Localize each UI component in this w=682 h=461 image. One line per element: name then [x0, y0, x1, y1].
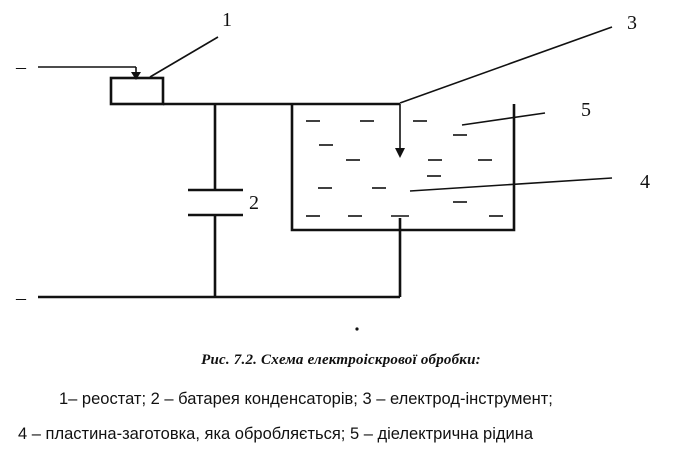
label-capacitors: 2 [249, 192, 259, 214]
rheostat [109, 76, 165, 106]
leader-4 [409, 177, 613, 192]
rheostat-slider-arrowhead [131, 72, 141, 80]
top-terminal-sign: – [15, 56, 27, 78]
legend-line-2: 4 – пластина-заготовка, яка обробляється… [18, 425, 534, 443]
leader-5 [461, 112, 546, 126]
electrode-tool-tip [395, 148, 405, 158]
edm-circuit-diagram: – – 1 2 [15, 9, 650, 331]
legend-line-1: 1– реостат; 2 – батарея конденсаторів; 3… [59, 390, 553, 408]
stray-mark [355, 327, 359, 331]
label-rheostat: 1 [222, 9, 232, 31]
figure-caption: Рис. 7.2. Схема електроіскрової обробки: [201, 352, 481, 368]
dielectric-fluid [306, 120, 503, 217]
dielectric-tank [290, 104, 516, 232]
leader-1 [149, 36, 219, 78]
bottom-terminal-sign: – [15, 287, 27, 309]
label-fluid: 5 [581, 99, 591, 121]
label-workpiece: 4 [640, 171, 650, 193]
label-electrode: 3 [627, 12, 637, 34]
leader-3 [399, 26, 613, 104]
